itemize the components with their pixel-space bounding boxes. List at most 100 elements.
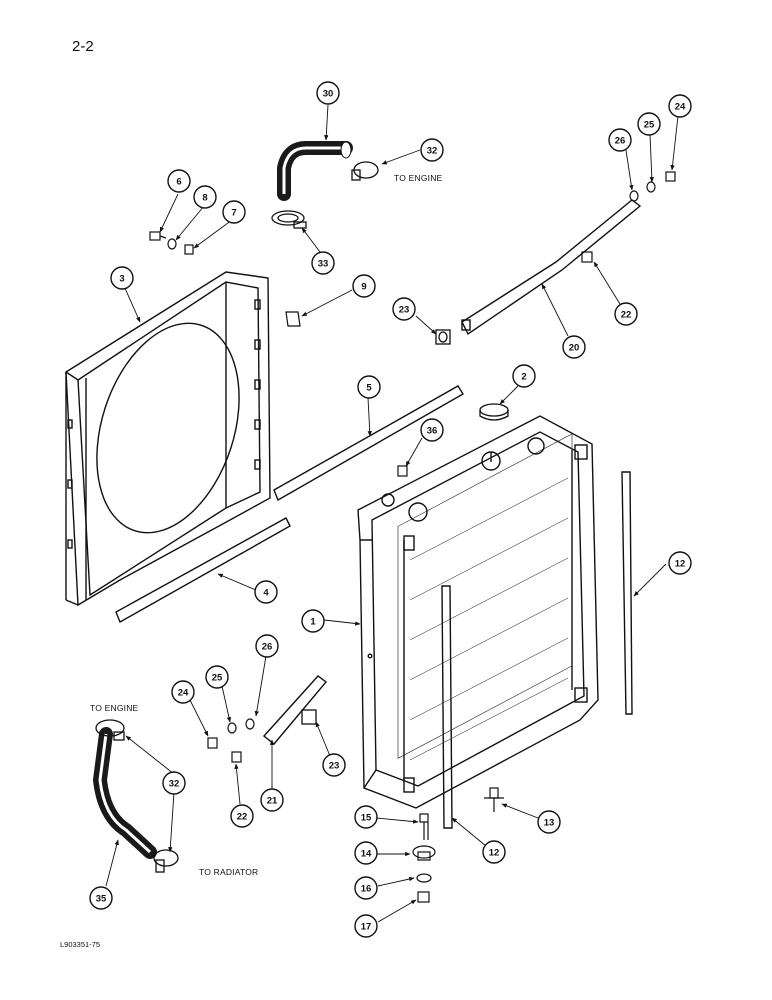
bushing-23-lower — [301, 709, 317, 725]
hose-clamp-33 — [271, 210, 307, 229]
callout-number: 22 — [621, 310, 632, 321]
callout-24: 24 — [668, 94, 692, 118]
hose-clamp-32-top — [351, 161, 379, 181]
clip-9 — [285, 311, 301, 327]
lockwasher-25-lower — [227, 722, 237, 734]
callout-number: 1 — [310, 617, 316, 628]
callout-number: 25 — [212, 673, 223, 684]
callout-number: 2 — [521, 372, 526, 383]
callout-23: 23 — [322, 753, 346, 777]
callout-number: 23 — [399, 305, 410, 316]
callout-7: 7 — [222, 200, 246, 224]
hose-clamp-32-lower — [153, 849, 179, 873]
bolt-22-lower — [231, 751, 242, 763]
radiator-cap-2 — [479, 403, 509, 421]
callout-15: 15 — [354, 805, 378, 829]
callout-6: 6 — [167, 169, 191, 193]
callout-24: 24 — [171, 680, 195, 704]
callout-25: 25 — [205, 665, 229, 689]
nut-7 — [184, 244, 194, 255]
callout-2: 2 — [512, 364, 536, 388]
callout-21: 21 — [260, 788, 284, 812]
callout-number: 4 — [263, 588, 269, 599]
callout-number: 33 — [318, 259, 329, 270]
callout-17: 17 — [354, 914, 378, 938]
callout-number: 20 — [569, 343, 580, 354]
callout-number: 32 — [427, 146, 438, 157]
washer-26-lower — [245, 718, 255, 730]
callout-number: 24 — [675, 102, 686, 113]
callout-number: 16 — [361, 884, 372, 895]
callout-5: 5 — [357, 375, 381, 399]
side-seal-left — [441, 585, 453, 829]
callout-number: 13 — [544, 818, 555, 829]
callout-20: 20 — [562, 335, 586, 359]
callout-30: 30 — [316, 81, 340, 105]
callout-35: 35 — [89, 886, 113, 910]
callout-number: 30 — [323, 89, 334, 100]
callout-number: 14 — [361, 849, 372, 860]
radiator — [357, 415, 599, 809]
callout-22: 22 — [230, 804, 254, 828]
callout-26: 26 — [255, 634, 279, 658]
callout-33: 33 — [311, 251, 335, 275]
fan-shroud — [65, 271, 271, 607]
callout-4: 4 — [254, 580, 278, 604]
callout-3: 3 — [110, 266, 134, 290]
callout-number: 12 — [489, 848, 500, 859]
callout-number: 12 — [675, 559, 686, 570]
washer-26-top — [629, 190, 639, 202]
support-rod-20 — [461, 199, 642, 336]
callout-25: 25 — [637, 112, 661, 136]
callout-9: 9 — [352, 274, 376, 298]
label-to-radiator: TO RADIATOR — [199, 867, 259, 877]
callout-number: 9 — [361, 282, 366, 293]
callout-16: 16 — [354, 876, 378, 900]
callout-22: 22 — [614, 302, 638, 326]
callout-number: 32 — [169, 779, 180, 790]
callout-number: 23 — [329, 761, 340, 772]
callout-bubbles: 3032336873923262524222052364121262524232… — [89, 81, 692, 938]
callout-number: 22 — [237, 812, 248, 823]
drain-cock-13 — [484, 787, 504, 812]
callout-number: 8 — [202, 193, 207, 204]
lockwasher-25-top — [646, 181, 656, 193]
callout-number: 25 — [644, 120, 655, 131]
callout-number: 21 — [267, 796, 278, 807]
leader-lines — [105, 104, 679, 923]
callout-23: 23 — [392, 297, 416, 321]
callout-number: 36 — [427, 426, 438, 437]
callout-number: 6 — [176, 177, 181, 188]
bolt-6 — [149, 231, 167, 241]
washer-16 — [416, 873, 432, 883]
drawing-code: L903351-75 — [60, 940, 101, 949]
washer-8 — [167, 238, 177, 250]
support-rod-21 — [262, 675, 328, 745]
callout-14: 14 — [354, 841, 378, 865]
callout-number: 3 — [119, 274, 124, 285]
upper-hose — [277, 141, 353, 201]
callout-1: 1 — [301, 609, 325, 633]
bushing-23-top — [435, 329, 451, 345]
callout-26: 26 — [608, 128, 632, 152]
callout-12: 12 — [668, 551, 692, 575]
callout-8: 8 — [193, 185, 217, 209]
page-number: 2-2 — [72, 38, 94, 55]
nut-24-lower — [207, 737, 218, 749]
callout-number: 17 — [361, 922, 372, 933]
callout-number: 35 — [96, 894, 107, 905]
callout-12: 12 — [482, 840, 506, 864]
lower-hose — [92, 727, 157, 859]
label-to-engine-left: TO ENGINE — [90, 703, 139, 713]
nut-24-top — [665, 171, 676, 182]
bolt-36 — [397, 465, 408, 477]
callout-number: 5 — [366, 383, 372, 394]
callout-number: 24 — [178, 688, 189, 699]
callout-32: 32 — [162, 771, 186, 795]
side-seal-right — [621, 471, 633, 715]
bolt-22-top — [581, 251, 593, 263]
callout-number: 15 — [361, 813, 372, 824]
seal-strip-5 — [273, 385, 464, 502]
callout-36: 36 — [420, 418, 444, 442]
bolt-15 — [419, 813, 429, 840]
